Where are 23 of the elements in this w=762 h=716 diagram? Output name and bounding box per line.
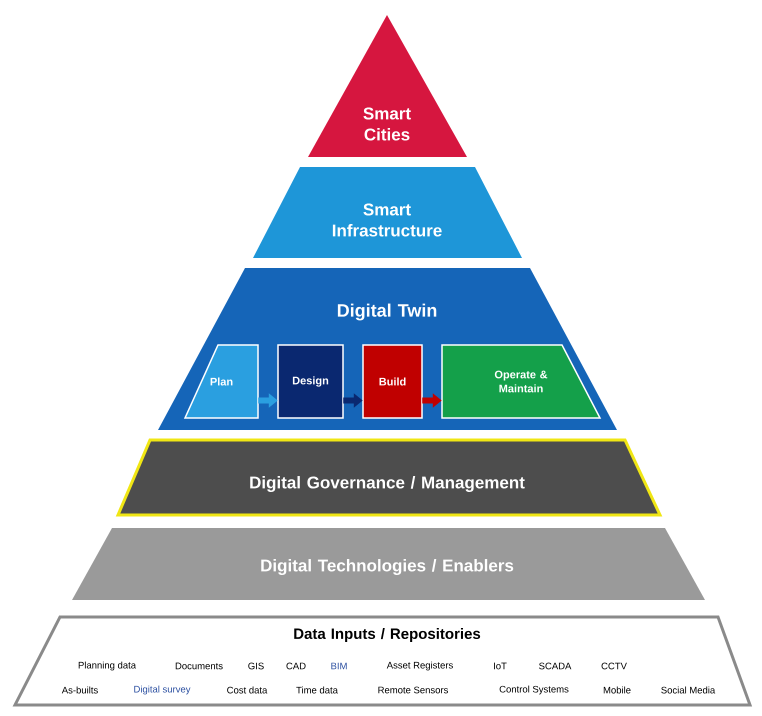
input-item: Asset Registers — [386, 662, 453, 670]
pyramid-layer: Smart Cities — [308, 15, 467, 157]
pyramid-layer: Smart Infrastructure — [253, 167, 522, 258]
input-item: IoT — [494, 662, 507, 670]
pyramid-layer: Digital Technologies / Enablers — [72, 528, 705, 600]
input-item: Mobile — [604, 686, 631, 694]
input-item: BIM — [331, 662, 347, 670]
process-box: Build — [362, 344, 423, 419]
input-item: Documents — [176, 662, 223, 670]
input-item: GIS — [248, 662, 264, 670]
input-item: Planning data — [78, 662, 136, 670]
input-item: Digital survey — [134, 686, 190, 694]
input-item: SCADA — [539, 662, 572, 670]
input-item: Cost data — [227, 686, 268, 694]
input-item: CAD — [286, 662, 306, 670]
input-item: Social Media — [661, 686, 716, 694]
input-item: Control Systems — [500, 686, 568, 694]
input-item: Time data — [296, 686, 338, 694]
input-item: CCTV — [602, 662, 627, 670]
process-box: Design — [277, 344, 344, 419]
input-item: As-builts — [62, 686, 98, 694]
process-box: Operate & Maintain — [441, 344, 602, 419]
input-item: Remote Sensors — [378, 686, 448, 694]
